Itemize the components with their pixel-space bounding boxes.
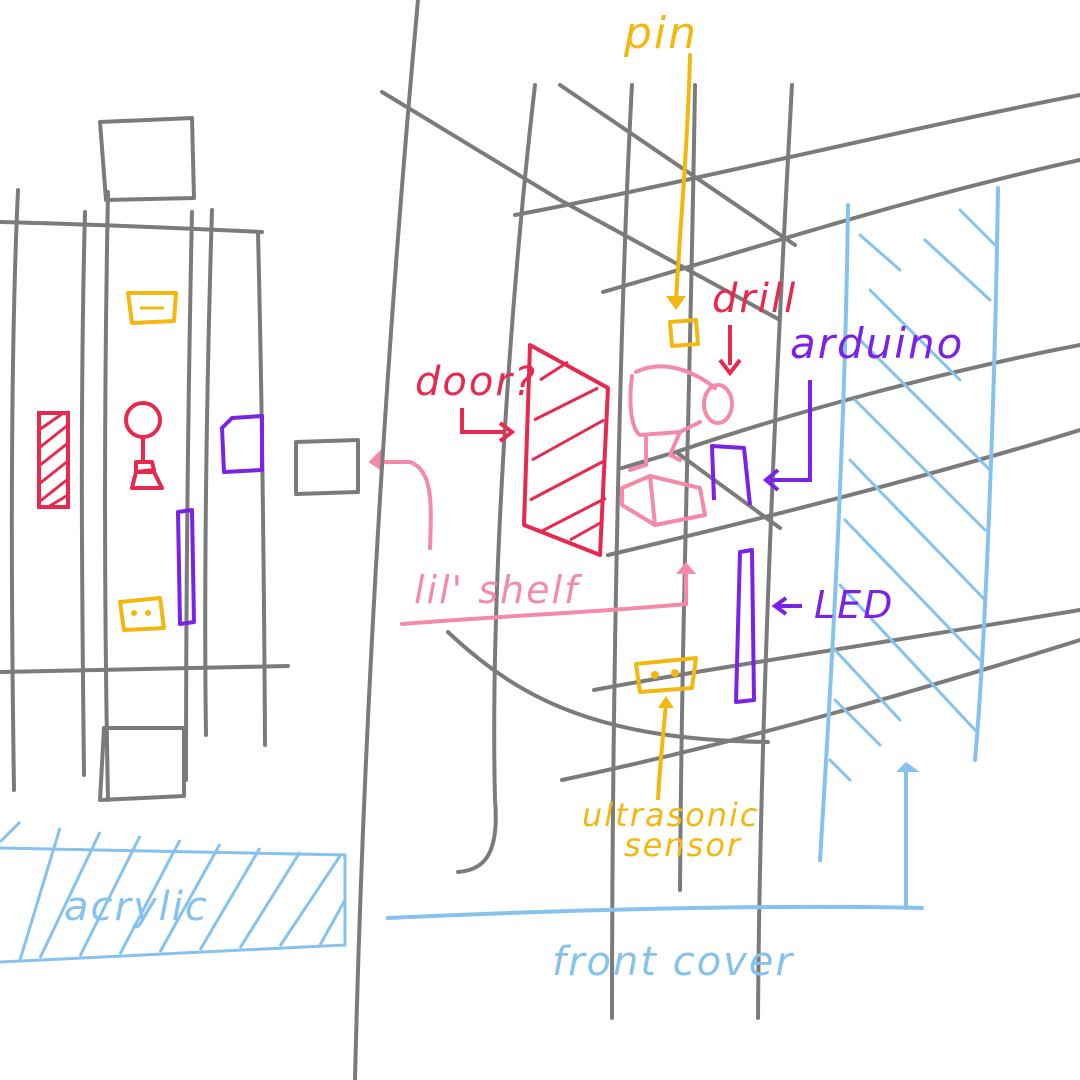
drill-part <box>620 364 734 527</box>
ultrasonic-label-line1: ultrasonic <box>582 796 760 834</box>
acrylic-label: acrylic <box>64 884 209 930</box>
perspective-frame <box>353 0 1080 1080</box>
front-cover-label: front cover <box>552 939 794 985</box>
ultrasonic-label-line2: sensor <box>624 826 742 864</box>
led-label: LED <box>814 583 894 627</box>
arduino-part <box>710 444 752 506</box>
view-transition-arrow <box>376 460 433 550</box>
front-view-frame <box>0 116 360 802</box>
pin-part <box>668 318 700 348</box>
door-part <box>522 343 610 557</box>
top-block <box>98 116 196 202</box>
led-front-view <box>176 508 196 626</box>
drill-front-view <box>124 401 164 490</box>
front-cover-panel <box>386 186 1000 920</box>
arduino-label: arduino <box>790 319 964 368</box>
shelf-label: lil' shelf <box>414 568 583 612</box>
ultrasonic-sensor-part <box>634 656 698 694</box>
door-front-view <box>37 411 70 509</box>
side-block <box>294 438 360 496</box>
acrylic-panel <box>0 820 347 964</box>
drill-label: drill <box>712 276 797 322</box>
pin-front-view <box>126 291 178 325</box>
arduino-front-view <box>220 414 264 474</box>
bottom-block <box>98 726 186 802</box>
sensor-front-view <box>118 596 166 632</box>
led-part <box>734 548 756 704</box>
door-label: door? <box>415 359 537 405</box>
pin-label: pin <box>623 8 698 59</box>
